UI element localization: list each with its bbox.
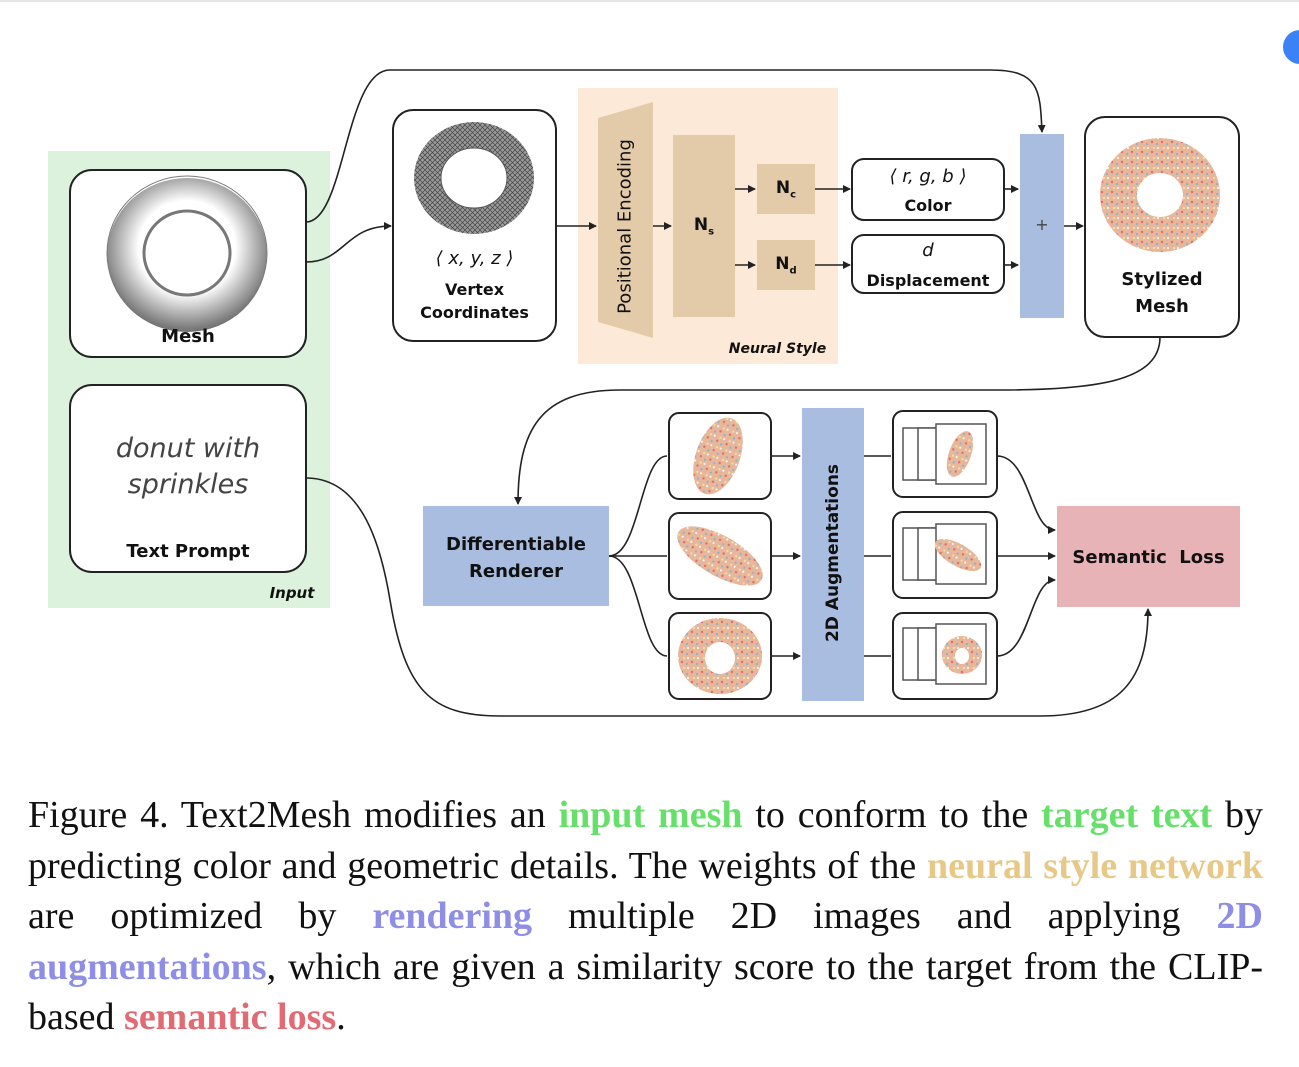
top-border [0, 0, 1299, 2]
mesh-label: Mesh [161, 326, 215, 347]
nc-block [757, 164, 815, 214]
positional-encoding-block [598, 102, 653, 338]
displacement-value: d [922, 240, 934, 261]
corner-badge-icon[interactable] [1283, 30, 1299, 64]
nc-text: N [775, 178, 791, 198]
renderer-block [423, 506, 609, 606]
ns-text: N [693, 215, 709, 235]
caption-part-6: , which are given a similarity score to … [28, 945, 1263, 1039]
caption-highlight-input-mesh: input mesh [558, 794, 743, 836]
caption-part-3: by predicting color and geometric detail… [28, 794, 1263, 887]
positional-encoding-label: Positional Encoding [614, 139, 636, 314]
color-label: Color [904, 196, 952, 215]
ns-sub: s [708, 226, 715, 238]
caption-part-2: to conform to the [742, 794, 1042, 836]
nc-label: Nc [757, 178, 815, 200]
augmentations-block [802, 408, 864, 701]
figure-caption: Figure 4. Text2Mesh modifies an input me… [28, 790, 1263, 1043]
nd-text: N [775, 254, 790, 274]
augmentations-label: 2D Augmentations [823, 463, 843, 643]
prompt-line-1: donut with [115, 433, 261, 464]
nd-sub: d [789, 265, 797, 277]
vertex-label-1: Vertex [444, 280, 505, 299]
displacement-box [851, 234, 1005, 294]
ns-label: Ns [673, 215, 735, 237]
render-image-2 [668, 512, 772, 600]
vertex-coords: ⟨ x, y, z ⟩ [435, 248, 514, 269]
caption-part-1: Figure 4. Text2Mesh modifies an [28, 794, 559, 836]
caption-part-5: multiple 2D images and applying [532, 895, 1217, 937]
stylized-torus-image [1100, 138, 1220, 252]
augmented-stack-3 [892, 612, 998, 700]
plus-label: + [1035, 215, 1049, 234]
renderer-label-1: Differentiable [446, 534, 586, 555]
caption-part-4: are optimized by [28, 895, 373, 937]
render-image-1 [668, 412, 772, 500]
color-value: ⟨ r, g, b ⟩ [889, 166, 967, 187]
wireframe-torus-image [414, 122, 534, 234]
nd-label: Nd [757, 254, 815, 276]
augmented-stack-1 [892, 410, 998, 498]
caption-highlight-rendering: rendering [372, 895, 533, 937]
plus-block [1020, 134, 1064, 318]
stylized-mesh-label-2: Mesh [1135, 296, 1189, 317]
displacement-label: Displacement [866, 271, 990, 290]
torus-mesh-image [106, 175, 268, 332]
caption-highlight-semantic-loss: semantic loss [124, 996, 337, 1038]
stylized-mesh-label-1: Stylized [1121, 269, 1203, 290]
text2mesh-diagram: Mesh donut with sprinkles Text Prompt In… [48, 69, 1240, 717]
neural-style-label: Neural Style [728, 341, 827, 357]
prompt-line-2: sprinkles [127, 469, 249, 500]
augmented-stack-2 [892, 511, 998, 599]
caption-highlight-target-text: target text [1041, 794, 1213, 836]
nc-sub: c [790, 189, 797, 201]
semantic-loss-block [1057, 506, 1240, 607]
vertex-label-2: Coordinates [420, 303, 529, 322]
ns-block [673, 135, 735, 317]
semantic-loss-label: Semantic Loss [1072, 547, 1225, 568]
caption-highlight-neural-style: neural style network [926, 844, 1263, 887]
input-panel-label: Input [269, 584, 315, 602]
render-image-3 [668, 612, 772, 700]
nd-block [757, 240, 815, 290]
text-prompt-label: Text Prompt [126, 541, 250, 562]
caption-highlight-augmentations: 2D augmentations [28, 895, 1263, 988]
renderer-label-2: Renderer [469, 561, 563, 582]
caption-part-7: . [336, 996, 346, 1038]
